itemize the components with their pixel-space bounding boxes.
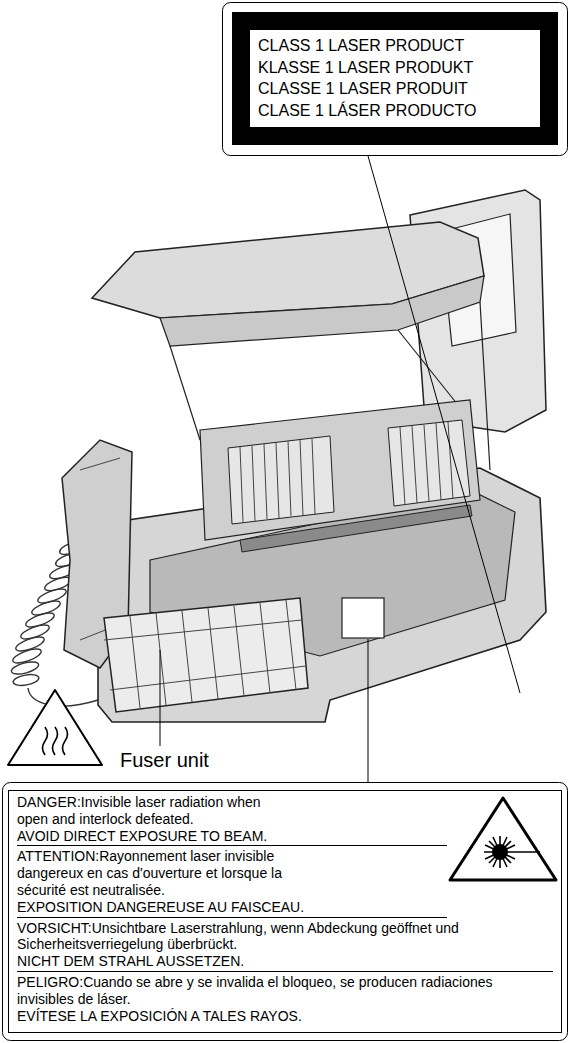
warning-label-spot (342, 598, 384, 638)
label-line: KLASSE 1 LASER PRODUKT (258, 57, 532, 79)
lid-underside (160, 276, 484, 346)
guide-block (388, 420, 470, 506)
label-line: CLASS 1 LASER PRODUCT (258, 35, 532, 57)
laser-symbol (450, 798, 556, 880)
label-line: CLASSE 1 LASER PRODUIT (258, 78, 532, 100)
cord-loop (19, 622, 51, 642)
warning-section: PELIGRO:Cuando se abre y se invalida el … (17, 973, 553, 1025)
laser-warning-label: DANGER:Invisible laser radiation when op… (8, 790, 562, 1033)
label-line: CLASE 1 LÁSER PRODUCTO (258, 100, 532, 122)
warning-section: VORSICHT:Unsichtbare Laserstrahlung, wen… (17, 919, 553, 972)
leader-line (368, 156, 520, 693)
cord-loop (24, 610, 56, 630)
hot-surface-symbol (8, 690, 102, 765)
laser-rays (484, 836, 540, 868)
handset-detail (80, 458, 120, 640)
cord-loop (30, 598, 62, 618)
leader-line (160, 650, 161, 746)
warning-section: ATTENTION:Rayonnement laser invisible da… (17, 847, 447, 917)
warning-text: VORSICHT:Unsichtbare Laserstrahlung, wen… (17, 920, 553, 954)
part-label: Fuser unit (118, 748, 211, 772)
cord-loop (10, 660, 40, 677)
cord-loop (36, 586, 68, 606)
label-frame (3, 783, 568, 1041)
guide-slats (400, 422, 453, 505)
fuser-slats (104, 600, 306, 708)
warning-section: DANGER:Invisible laser radiation when op… (17, 793, 447, 846)
warning-instruction: EVÍTESE LA EXPOSICIÓN A TALES RAYOS. (17, 1008, 553, 1025)
warning-text: ATTENTION:Rayonnement laser invisible da… (17, 848, 302, 898)
fuser-unit (104, 598, 308, 712)
leader-line (368, 639, 369, 782)
warning-instruction: NICHT DEM STRAHL AUSSETZEN. (17, 953, 553, 970)
roller (240, 505, 472, 552)
heat-waves (43, 727, 68, 755)
cord-loop (12, 673, 39, 687)
guide-block (228, 436, 334, 524)
label-frame (223, 3, 568, 156)
guide-slats (240, 439, 315, 522)
warning-text: PELIGRO:Cuando se abre y se invalida el … (17, 974, 553, 1008)
warning-text: DANGER:Invisible laser radiation when op… (17, 794, 267, 828)
warning-instruction: AVOID DIRECT EXPOSURE TO BEAM. (17, 828, 447, 845)
warning-instruction: EXPOSITION DANGEREUSE AU FAISCEAU. (17, 899, 447, 916)
laser-class-label: CLASS 1 LASER PRODUCTKLASSE 1 LASER PROD… (232, 12, 558, 145)
